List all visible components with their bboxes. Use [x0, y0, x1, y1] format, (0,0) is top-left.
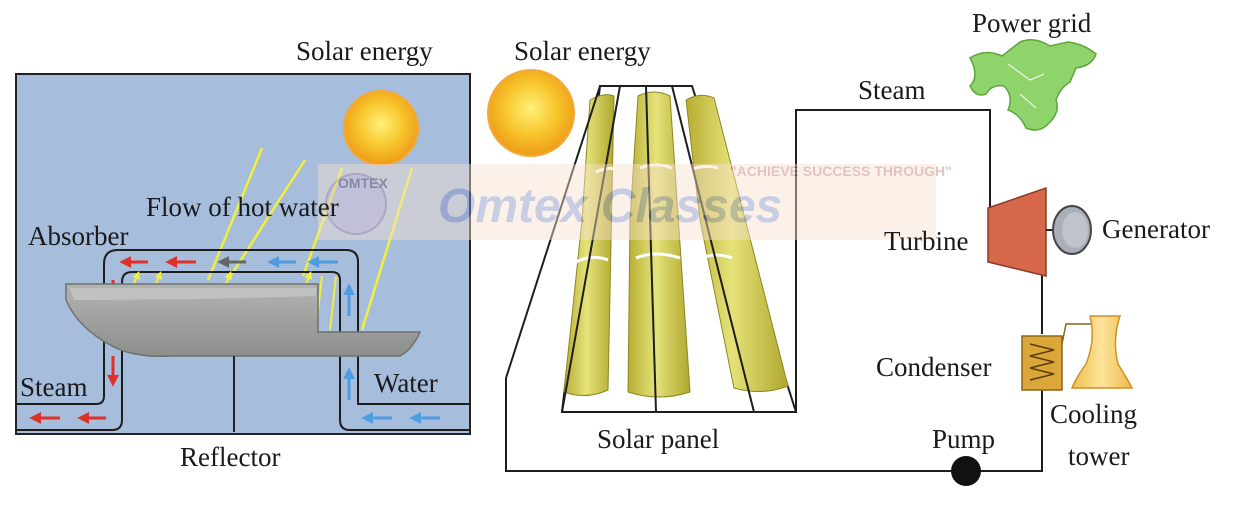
- label-condenser: Condenser: [876, 352, 991, 382]
- label-solar-energy-center: Solar energy: [514, 36, 651, 66]
- label-pump: Pump: [932, 424, 995, 454]
- condenser-coil: [1029, 343, 1055, 381]
- turbine: [987, 186, 1047, 277]
- generator-face: [1062, 212, 1088, 248]
- watermark-seal-text: OMTEX: [338, 175, 388, 191]
- solar-rays-left: [206, 147, 414, 331]
- panel-ribs: [561, 85, 755, 413]
- label-flow-of-hot-water: Flow of hot water: [146, 192, 339, 222]
- steam-piping: [505, 85, 1043, 472]
- solar-panel-strips: [563, 91, 789, 398]
- pump: [951, 456, 981, 486]
- power-grid-lines: [1007, 63, 1045, 109]
- watermark-seal: [325, 173, 387, 235]
- condenser-to-tower-pipe: [1061, 323, 1098, 345]
- parabolic-mirror: [65, 283, 422, 358]
- mirror-highlight: [70, 288, 316, 300]
- label-turbine: Turbine: [884, 226, 969, 256]
- absorber-pipe: [16, 249, 470, 431]
- sun-icon-center: [487, 69, 575, 157]
- label-generator: Generator: [1102, 214, 1210, 244]
- label-cooling: Cooling: [1050, 399, 1137, 429]
- label-reflector: Reflector: [180, 442, 280, 472]
- watermark-brand: Omtex Classes: [438, 180, 782, 233]
- power-grid-icon: [969, 39, 1097, 131]
- cooling-tower: [1070, 315, 1134, 389]
- label-solar-energy-left: Solar energy: [296, 36, 433, 66]
- sun-icon-left: [343, 90, 419, 166]
- label-steam-top: Steam: [858, 75, 926, 105]
- label-power-grid: Power grid: [972, 8, 1092, 38]
- label-tower: tower: [1068, 441, 1129, 471]
- panel-reflections: [575, 163, 733, 264]
- cold-flow-arrows: [267, 256, 440, 424]
- condenser: [1021, 335, 1063, 391]
- watermark-tagline: "ACHIEVE SUCCESS THROUGH": [730, 163, 952, 179]
- watermark: OMTEX Omtex Classes "ACHIEVE SUCCESS THR…: [318, 163, 952, 240]
- label-absorber: Absorber: [28, 221, 128, 251]
- label-water: Water: [374, 368, 438, 398]
- label-steam-left: Steam: [20, 372, 88, 402]
- label-solar-panel: Solar panel: [597, 424, 719, 454]
